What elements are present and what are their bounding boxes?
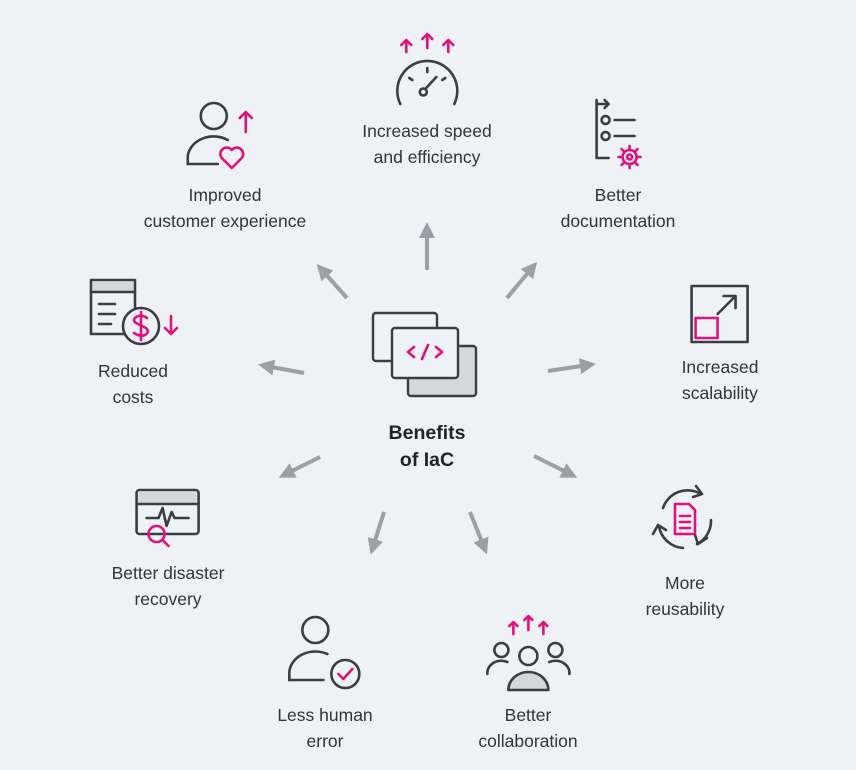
title-line-2: of IaC: [399, 449, 455, 471]
monitor-search-icon: [135, 488, 201, 548]
benefit-scalability: Increased scalability: [681, 282, 759, 406]
label-line: collaboration: [478, 731, 578, 751]
benefit-disaster-recovery: Better disaster recovery: [111, 486, 225, 612]
benefit-customer-experience: Improved customer experience: [144, 100, 306, 234]
label-line: Less human: [277, 705, 373, 725]
label-line: customer experience: [143, 211, 307, 231]
label-line: error: [306, 731, 344, 751]
label-line: documentation: [560, 211, 676, 231]
label-line: Better: [594, 185, 642, 205]
arrow-to-reusability: [533, 454, 578, 478]
benefit-collaboration: Better collaboration: [478, 612, 578, 754]
benefit-speed: Increased speed and efficiency: [362, 22, 492, 170]
arrow-to-scalability: [547, 358, 596, 375]
arrow-to-human-error: [367, 511, 386, 555]
label-line: costs: [112, 387, 154, 407]
expand-icon: [690, 284, 750, 344]
arrow-to-customer-experience: [316, 264, 349, 300]
benefit-documentation: Better documentation: [560, 96, 676, 234]
benefit-reusability: More reusability: [645, 480, 725, 622]
benefit-human-error: Less human error: [277, 612, 373, 754]
label-line: Increased: [681, 357, 759, 377]
label-line: and efficiency: [373, 147, 481, 167]
benefit-costs: Reduced costs: [85, 276, 181, 410]
label-line: More: [665, 573, 705, 593]
title-line-1: Benefits: [388, 422, 466, 444]
arrow-to-costs: [258, 359, 305, 376]
label-line: recovery: [134, 589, 202, 609]
label-line: Reduced: [97, 361, 169, 381]
label-line: Better disaster: [111, 563, 225, 583]
recycle-document-icon: [651, 484, 713, 550]
team-icon: [485, 614, 571, 692]
user-check-icon: [287, 615, 361, 690]
label-line: scalability: [682, 383, 758, 403]
label-line: Better: [504, 705, 552, 725]
arrow-to-disaster-recovery: [278, 455, 321, 478]
checklist-gear-icon: [595, 98, 643, 170]
document-dollar-icon: [89, 278, 179, 346]
arrow-to-documentation: [505, 261, 538, 300]
label-line: Increased speed: [362, 121, 492, 141]
label-line: Improved: [188, 185, 262, 205]
speedometer-icon: [395, 32, 459, 106]
user-heart-icon: [186, 101, 254, 170]
center-title: Benefits of IaC: [389, 420, 466, 474]
code-windows-icon: [371, 311, 478, 398]
arrow-to-collaboration: [468, 511, 489, 555]
label-line: reusability: [645, 599, 725, 619]
